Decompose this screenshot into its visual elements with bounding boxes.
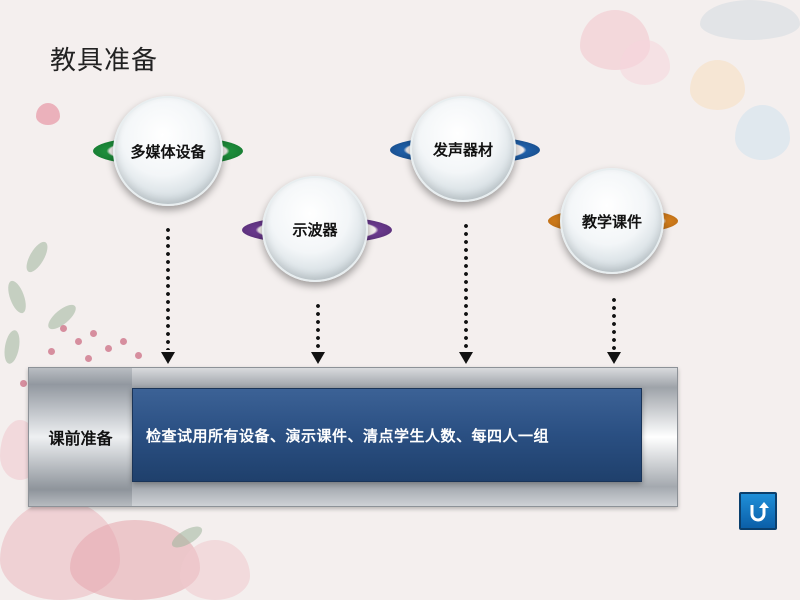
badge-label: 示波器 xyxy=(292,220,338,239)
slide-title: 教具准备 xyxy=(50,46,159,76)
arrow-down-icon xyxy=(607,296,621,364)
badge-multimedia: 多媒体设备 xyxy=(93,96,243,206)
badge-courseware: 教学课件 xyxy=(548,168,678,278)
prep-label-box: 课前准备 xyxy=(29,368,132,506)
arrow-down-icon xyxy=(161,226,175,364)
badge-label: 多媒体设备 xyxy=(130,142,206,161)
arrow-down-icon xyxy=(459,222,473,364)
badge-label: 发声器材 xyxy=(432,140,493,159)
arrow-down-icon xyxy=(311,302,325,364)
prep-bar: 课前准备 检查试用所有设备、演示课件、清点学生人数、每四人一组 xyxy=(28,367,678,507)
prep-text: 检查试用所有设备、演示课件、清点学生人数、每四人一组 xyxy=(146,426,550,445)
prep-label: 课前准备 xyxy=(48,429,113,448)
badge-oscilloscope: 示波器 xyxy=(242,176,392,286)
prep-panel: 检查试用所有设备、演示课件、清点学生人数、每四人一组 xyxy=(132,388,642,482)
badge-sound-devices: 发声器材 xyxy=(390,96,540,206)
badge-label: 教学课件 xyxy=(581,212,642,231)
return-button[interactable] xyxy=(739,492,777,530)
return-arrow-icon xyxy=(750,502,769,522)
